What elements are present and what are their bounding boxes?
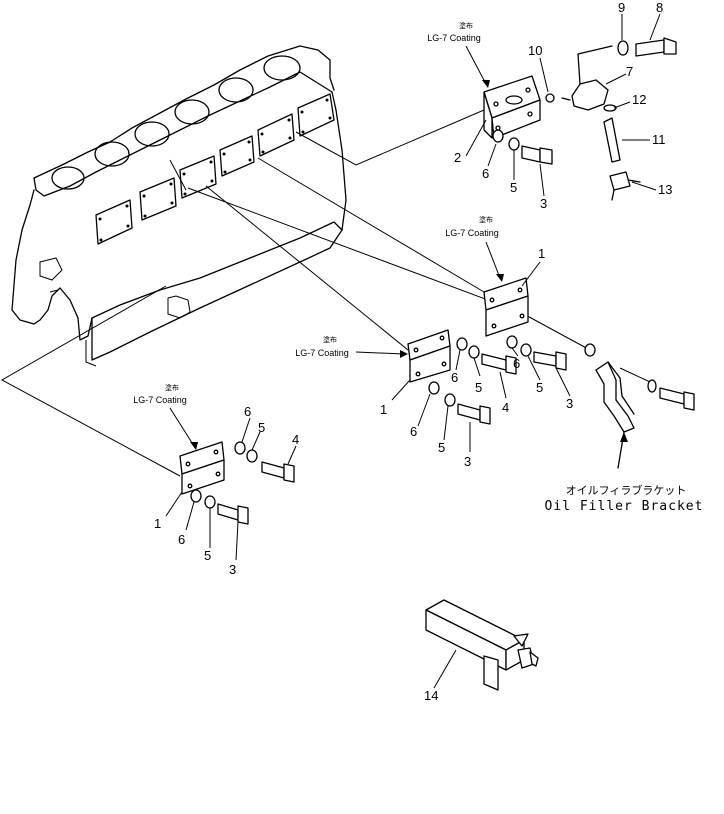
- breather-cover: [483, 75, 541, 139]
- coating-note-jp: 塗布: [323, 335, 337, 344]
- coating-note-jp: 塗布: [459, 21, 473, 30]
- callout-5-middle: 5: [475, 380, 482, 395]
- callout-3-middle: 3: [464, 454, 471, 469]
- callout-2: 2: [454, 150, 461, 165]
- callout-6-left: 6: [244, 404, 251, 419]
- callout-5-left: 5: [258, 420, 265, 435]
- bolt-4-m: [481, 353, 517, 375]
- breather-7: [561, 45, 613, 111]
- callout-8: 8: [656, 0, 663, 15]
- callout-6-top: 6: [482, 166, 489, 181]
- callout-1-right: 1: [538, 246, 545, 261]
- callout-numbers: 9 8 10 7 12 11 13 2 6 5 3 1 6 5 3 1 6 5 …: [154, 0, 672, 703]
- clip-12: [603, 104, 617, 112]
- callout-11: 11: [652, 132, 666, 147]
- callout-13: 13: [658, 182, 672, 197]
- callout-3-right: 3: [566, 396, 573, 411]
- side-cover-right: [483, 277, 529, 337]
- washer-6-top: [492, 129, 504, 143]
- coating-note-en: LG-7 Coating: [427, 33, 481, 43]
- washer-5-l2: [204, 495, 216, 509]
- washer-9: [617, 40, 629, 56]
- callout-10: 10: [528, 43, 542, 58]
- callout-4-middle: 4: [502, 400, 509, 415]
- engine-block: [11, 45, 347, 367]
- side-cover-middle: [407, 329, 451, 383]
- callout-9: 9: [618, 0, 625, 15]
- bolt-8: [635, 37, 677, 57]
- callout-3-top: 3: [540, 196, 547, 211]
- tool-14: [425, 599, 539, 691]
- washer-5-m2: [444, 393, 456, 407]
- coating-note-jp: 塗布: [479, 215, 493, 224]
- washer-6-l2: [190, 489, 202, 503]
- washer-6-r: [506, 335, 518, 349]
- coating-note-middle: 塗布 LG-7 Coating: [295, 335, 349, 358]
- bracket-caption-jp: オイルフィラブラケット: [566, 483, 687, 497]
- callout-6-middle-2: 6: [410, 424, 417, 439]
- coating-note-en: LG-7 Coating: [295, 348, 349, 358]
- washer-6-m: [456, 337, 468, 351]
- bolt-3-top: [521, 145, 553, 165]
- bracket-caption-en: Oil Filler Bracket: [545, 499, 704, 514]
- coating-note-jp: 塗布: [165, 383, 179, 392]
- callout-12: 12: [632, 92, 646, 107]
- o-ring-10: [545, 93, 555, 103]
- callout-5-left-2: 5: [204, 548, 211, 563]
- callout-1-left: 1: [154, 516, 161, 531]
- coating-note-top: 塗布 LG-7 Coating: [427, 21, 481, 43]
- assembly-lines: [0, 109, 591, 477]
- callout-5-right: 5: [536, 380, 543, 395]
- coating-note-right: 塗布 LG-7 Coating: [445, 215, 499, 238]
- callout-7: 7: [626, 64, 633, 79]
- pipe-13: [609, 171, 641, 201]
- washer-5-r: [520, 343, 532, 357]
- callout-6-middle: 6: [451, 370, 458, 385]
- side-cover-left: [179, 441, 225, 495]
- washer-5-m: [468, 345, 480, 359]
- callout-1-middle: 1: [380, 402, 387, 417]
- washer-5-top: [508, 137, 520, 151]
- bolt-3-r: [533, 351, 567, 371]
- callout-6-right: 6: [513, 356, 520, 371]
- coating-note-en: LG-7 Coating: [133, 395, 187, 405]
- washer-6-m2: [428, 381, 440, 395]
- callout-14: 14: [424, 688, 438, 703]
- callout-3-left: 3: [229, 562, 236, 577]
- bracket-caption: オイルフィラブラケット Oil Filler Bracket: [545, 483, 704, 514]
- callout-5-middle-2: 5: [438, 440, 445, 455]
- washer-6-l: [234, 441, 246, 455]
- bolt-3-m: [457, 403, 491, 425]
- washer-5-l: [246, 449, 258, 463]
- callout-4-left: 4: [292, 432, 299, 447]
- bolt-4-l: [261, 461, 295, 483]
- bolt-3-l: [217, 503, 249, 525]
- callout-leaders: [165, 13, 661, 689]
- coating-note-en: LG-7 Coating: [445, 228, 499, 238]
- coating-note-left: 塗布 LG-7 Coating: [133, 383, 187, 405]
- hose-11: [603, 117, 621, 163]
- callout-6-left-2: 6: [178, 532, 185, 547]
- callout-5-top: 5: [510, 180, 517, 195]
- oil-filler-bracket: [584, 343, 695, 469]
